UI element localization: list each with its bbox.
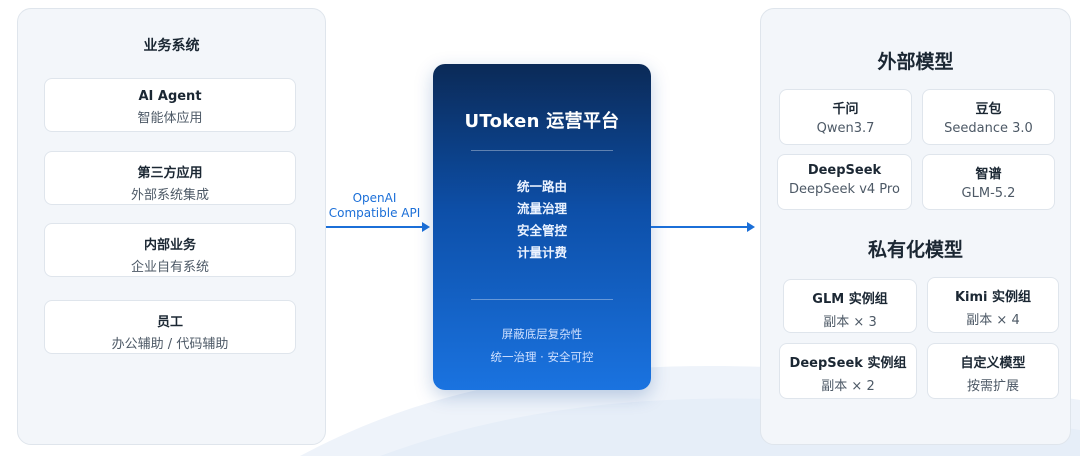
- model-card-title: DeepSeek 实例组: [789, 356, 907, 371]
- model-card-title: 自定义模型: [960, 356, 1026, 371]
- system-card-title: 内部业务: [143, 238, 196, 253]
- model-card-doubao: 豆包 Seedance 3.0: [922, 89, 1055, 145]
- business-systems-panel: 业务系统 AI Agent 智能体应用 第三方应用 外部系统集成 内部业务 企业…: [17, 8, 326, 445]
- system-card-subtitle: 企业自有系统: [130, 260, 209, 275]
- platform-footer-line: 统一治理 · 安全可控: [490, 350, 594, 364]
- platform-divider-top: [471, 150, 613, 151]
- external-models-title: 外部模型: [877, 51, 954, 73]
- model-card-deepseek-group: DeepSeek 实例组 副本 × 2: [779, 343, 917, 399]
- feature-item: 统一路由: [516, 179, 567, 194]
- feature-item: 流量治理: [516, 201, 567, 216]
- system-card-employees: 员工 办公辅助 / 代码辅助: [44, 300, 296, 354]
- model-card-qwen: 千问 Qwen3.7: [779, 89, 912, 145]
- model-card-title: 智谱: [975, 167, 1002, 182]
- feature-item: 安全管控: [516, 223, 567, 238]
- platform-footer-line: 屏蔽底层复杂性: [501, 327, 583, 341]
- system-card-third-party: 第三方应用 外部系统集成: [44, 151, 296, 205]
- model-card-subtitle: Seedance 3.0: [944, 121, 1033, 136]
- models-panel: 外部模型 千问 Qwen3.7 豆包 Seedance 3.0 DeepSeek…: [760, 8, 1071, 445]
- right-arrow-icon: [651, 222, 755, 232]
- api-connector-label: OpenAI Compatible API: [321, 191, 428, 221]
- private-models-title: 私有化模型: [867, 239, 963, 261]
- model-card-subtitle: DeepSeek v4 Pro: [789, 182, 900, 197]
- model-card-subtitle: Qwen3.7: [816, 121, 875, 136]
- model-card-subtitle: 副本 × 3: [823, 315, 877, 330]
- api-label-line2: Compatible API: [328, 206, 421, 220]
- model-card-title: Kimi 实例组: [954, 290, 1032, 305]
- business-systems-title: 业务系统: [143, 38, 200, 54]
- api-label-line1: OpenAI: [352, 191, 397, 205]
- platform-title: UToken 运营平台: [464, 111, 620, 132]
- platform-divider-bottom: [471, 299, 613, 300]
- model-card-title: 豆包: [975, 102, 1002, 117]
- model-card-zhipu: 智谱 GLM-5.2: [922, 154, 1055, 210]
- feature-item: 计量计费: [516, 245, 567, 260]
- model-card-title: 千问: [832, 102, 859, 117]
- system-card-subtitle: 智能体应用: [137, 111, 203, 126]
- system-card-title: AI Agent: [138, 89, 202, 104]
- system-card-ai-agent: AI Agent 智能体应用: [44, 78, 296, 132]
- left-arrow-icon: [326, 222, 430, 232]
- system-card-subtitle: 办公辅助 / 代码辅助: [111, 337, 229, 352]
- model-card-subtitle: 副本 × 2: [821, 379, 875, 394]
- system-card-title: 第三方应用: [137, 166, 203, 181]
- model-card-glm-group: GLM 实例组 副本 × 3: [783, 279, 917, 333]
- model-card-custom: 自定义模型 按需扩展: [927, 343, 1059, 399]
- system-card-title: 员工: [156, 315, 183, 330]
- platform-box: UToken 运营平台 统一路由 流量治理 安全管控 计量计费 屏蔽底层复杂性 …: [433, 64, 651, 390]
- model-card-deepseek: DeepSeek DeepSeek v4 Pro: [777, 154, 912, 210]
- model-card-title: GLM 实例组: [812, 292, 888, 307]
- system-card-subtitle: 外部系统集成: [130, 188, 209, 203]
- model-card-kimi-group: Kimi 实例组 副本 × 4: [927, 277, 1059, 333]
- model-card-title: DeepSeek: [807, 163, 882, 178]
- system-card-internal: 内部业务 企业自有系统: [44, 223, 296, 277]
- model-card-subtitle: 按需扩展: [966, 379, 1019, 394]
- model-card-subtitle: 副本 × 4: [966, 313, 1020, 328]
- model-card-subtitle: GLM-5.2: [961, 186, 1016, 201]
